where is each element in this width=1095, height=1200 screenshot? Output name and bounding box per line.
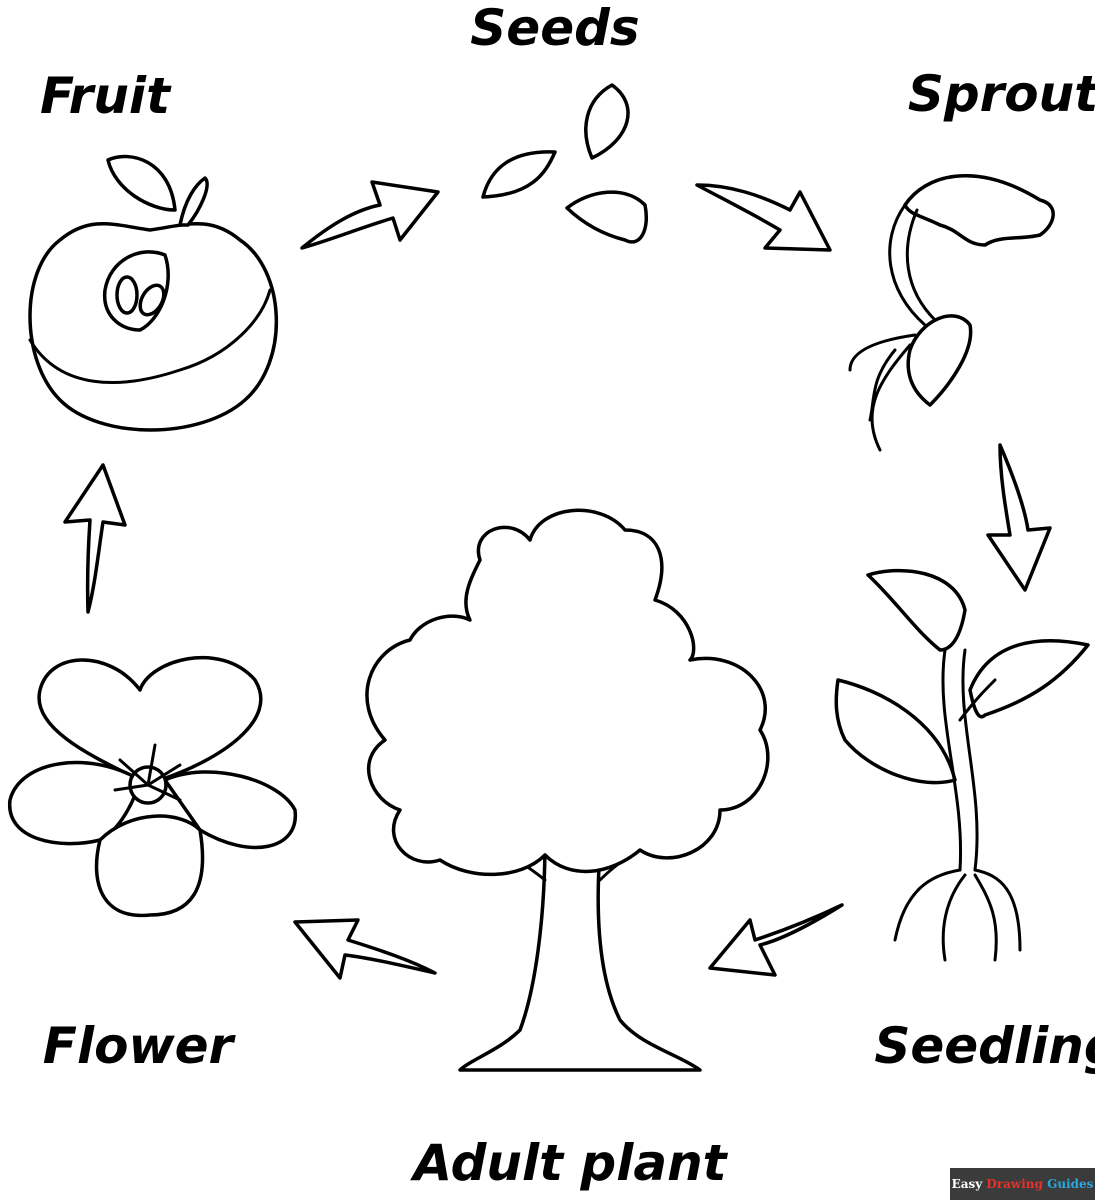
sprout-illustration: [848, 174, 1055, 452]
arrow-adult-to-flower: [293, 918, 437, 980]
arrow-seedling-to-adult: [708, 903, 844, 977]
label-seedling: Seedling: [874, 1017, 1095, 1075]
label-sprout: Sprout: [908, 65, 1095, 123]
seedling-illustration: [834, 568, 1090, 962]
fruit-illustration: [28, 154, 279, 432]
easy-drawing-guides-logo: Easy Drawing Guides: [950, 1168, 1095, 1200]
arrow-fruit-to-seeds: [300, 180, 440, 250]
logo-easy: Easy: [951, 1177, 983, 1191]
label-fruit: Fruit: [40, 67, 172, 125]
arrow-sprout-to-seedling: [986, 443, 1052, 592]
logo-drawing: Drawing: [986, 1177, 1043, 1191]
arrow-flower-to-fruit: [63, 463, 127, 614]
label-adult-plant: Adult plant: [409, 1134, 728, 1192]
cycle-arrows: [63, 180, 1052, 980]
adult-plant-illustration: [365, 508, 770, 1072]
logo-guides: Guides: [1047, 1177, 1094, 1191]
flower-illustration: [8, 655, 297, 918]
seeds-illustration: [481, 83, 648, 244]
label-flower: Flower: [43, 1017, 237, 1075]
label-seeds: Seeds: [470, 0, 639, 57]
arrow-seeds-to-sprout: [695, 183, 832, 252]
